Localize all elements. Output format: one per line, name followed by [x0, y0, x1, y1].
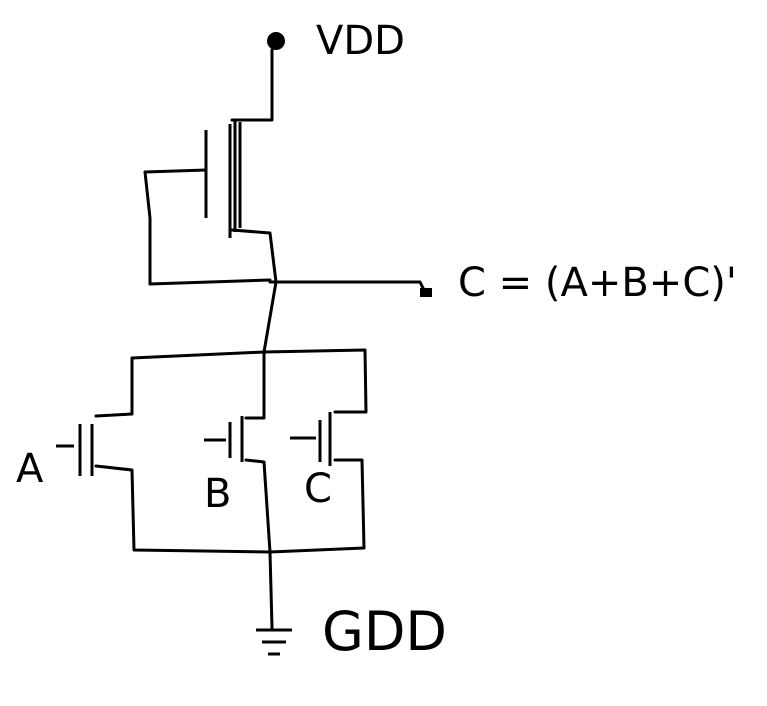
pmos-transistor — [143, 48, 278, 286]
input-b-label: B — [204, 471, 231, 517]
output-label: C = (A+B+C)' — [458, 260, 737, 306]
nmos-network: A B C — [16, 348, 368, 554]
vdd-label: VDD — [316, 18, 405, 64]
vdd-node: VDD — [267, 18, 405, 64]
mid-wire — [262, 280, 278, 354]
ground-label: GDD — [322, 600, 447, 663]
input-c-label: C — [304, 466, 332, 512]
output-node: C = (A+B+C)' — [268, 260, 737, 306]
input-a-label: A — [16, 446, 44, 492]
ground-node: GDD — [256, 550, 447, 663]
